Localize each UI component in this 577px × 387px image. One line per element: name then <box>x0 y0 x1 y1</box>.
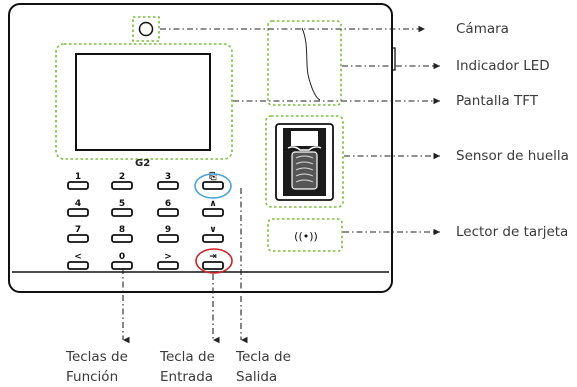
key-label: 8 <box>119 225 125 235</box>
rfid-icon: ((•)) <box>294 230 318 243</box>
callout-led: Indicador LED <box>456 58 550 74</box>
key-1-0[interactable]: 4 <box>67 199 89 217</box>
key-cap <box>202 234 224 243</box>
key-cap <box>111 181 133 190</box>
fingerprint-sensor <box>275 123 334 201</box>
fingerprint-dashed-frame <box>265 115 344 208</box>
label-entry-key: Tecla de Entrada <box>160 347 215 387</box>
key-label: 9 <box>165 225 171 235</box>
key-cap <box>111 208 133 217</box>
key-label: 3 <box>165 172 171 182</box>
key-cap <box>111 234 133 243</box>
label-entry-key-line1: Tecla de <box>160 349 215 365</box>
callout-camera: Cámara <box>456 21 509 37</box>
tft-screen <box>75 53 211 151</box>
key-3-1[interactable]: 0 <box>111 252 133 270</box>
callout-tft: Pantalla TFT <box>456 93 539 109</box>
key-0-3[interactable]: ⎘ <box>202 171 224 190</box>
key-label: 7 <box>75 225 81 235</box>
key-label: ∨ <box>209 225 216 235</box>
key-1-2[interactable]: 6 <box>157 199 179 217</box>
callout-lines <box>122 25 440 344</box>
key-0-2[interactable]: 3 <box>157 172 179 190</box>
key-label: > <box>164 252 172 262</box>
tft-dashed-frame <box>55 43 233 160</box>
key-label: 5 <box>119 199 125 209</box>
label-exit-key-line1: Tecla de <box>236 349 291 365</box>
callout-fingerprint: Sensor de huella <box>456 148 569 164</box>
key-1-3[interactable]: ∧ <box>202 199 224 217</box>
key-2-0[interactable]: 7 <box>67 225 89 243</box>
key-label: 6 <box>165 199 171 209</box>
label-exit-key-line2: Salida <box>236 369 278 385</box>
key-0-0[interactable]: 1 <box>67 172 89 190</box>
led-light-guide <box>301 27 321 101</box>
key-cap <box>67 208 89 217</box>
key-cap <box>67 181 89 190</box>
exit-key-highlight <box>194 173 232 199</box>
side-bump <box>392 47 396 71</box>
label-function-keys-line1: Teclas de <box>66 349 128 365</box>
model-label: G2 <box>135 158 151 169</box>
label-exit-key: Tecla de Salida <box>236 347 291 387</box>
key-label: < <box>74 252 82 262</box>
key-cap <box>157 234 179 243</box>
entry-key-highlight <box>195 248 233 274</box>
key-cap <box>67 234 89 243</box>
callout-card: Lector de tarjeta <box>456 224 569 240</box>
key-cap <box>202 208 224 217</box>
key-label: ∧ <box>209 199 216 209</box>
key-label: 4 <box>75 199 81 209</box>
led-dashed-frame <box>267 20 342 106</box>
key-cap <box>202 181 224 190</box>
key-cap <box>157 181 179 190</box>
label-function-keys-line2: Función <box>66 369 119 385</box>
key-1-1[interactable]: 5 <box>111 199 133 217</box>
key-label: 2 <box>119 172 125 182</box>
key-cap <box>111 261 133 270</box>
key-2-2[interactable]: 9 <box>157 225 179 243</box>
key-cap <box>67 261 89 270</box>
keypad: 1 2 3 ⎘ 4 5 6 ∧ 7 8 9 ∨ <0 > ⇥ <box>67 171 224 270</box>
key-3-3[interactable]: ⇥ <box>202 252 224 270</box>
label-function-keys: Teclas de Función <box>66 347 128 387</box>
camera-lens <box>138 21 154 37</box>
key-3-2[interactable]: > <box>157 252 179 270</box>
label-entry-key-line2: Entrada <box>160 369 214 385</box>
key-label: ⇥ <box>209 252 217 262</box>
key-0-1[interactable]: 2 <box>111 172 133 190</box>
key-label: ⎘ <box>209 171 217 182</box>
key-label: 1 <box>75 172 81 182</box>
key-2-1[interactable]: 8 <box>111 225 133 243</box>
key-cap <box>157 261 179 270</box>
key-label: 0 <box>119 252 125 262</box>
key-2-3[interactable]: ∨ <box>202 225 224 243</box>
key-3-0[interactable]: < <box>67 252 89 270</box>
key-cap <box>202 261 224 270</box>
key-cap <box>157 208 179 217</box>
card-reader-dashed-frame <box>267 218 343 252</box>
